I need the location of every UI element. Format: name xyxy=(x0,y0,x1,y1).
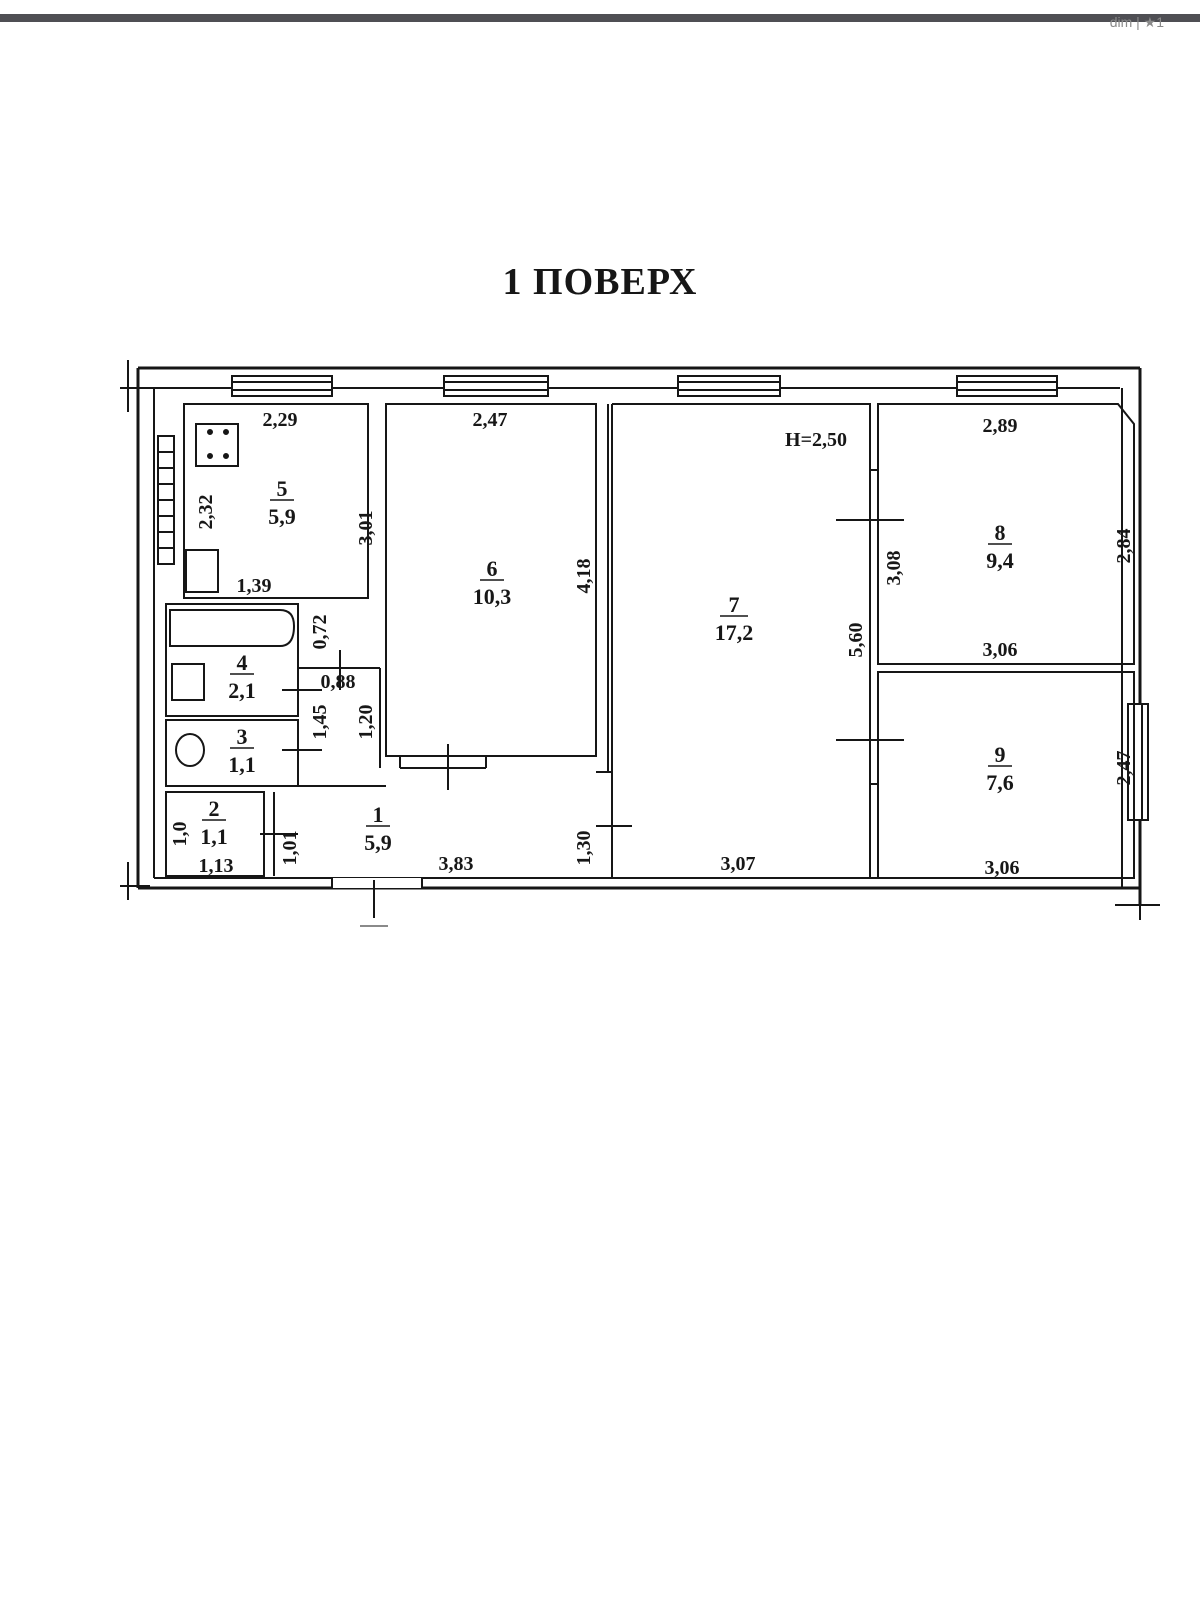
room-1-number: 1 xyxy=(373,802,384,827)
room-7-outline xyxy=(612,403,871,878)
ceiling-height: H=2,50 xyxy=(785,429,847,451)
dim-r4-height: 0,72 xyxy=(309,615,331,650)
room-4-number: 4 xyxy=(237,650,248,675)
room-3-area: 1,1 xyxy=(228,752,256,777)
dim-r3-height: 1,45 xyxy=(309,705,331,740)
dim-r6-width: 2,47 xyxy=(473,409,508,431)
dim-r5-inner: 2,32 xyxy=(195,495,217,530)
room-2-area: 1,1 xyxy=(200,824,228,849)
room-8-area: 9,4 xyxy=(986,548,1014,573)
dim-r7-height: 5,60 xyxy=(845,623,867,658)
washbasin-icon xyxy=(171,663,205,701)
top-rule xyxy=(0,14,1200,22)
room-8-label: 8 9,4 xyxy=(986,520,1014,573)
dim-r8-width: 2,89 xyxy=(983,415,1018,437)
room-8-number: 8 xyxy=(995,520,1006,545)
dim-r2-right: 1,01 xyxy=(279,831,301,866)
dimension-labels: 2,29 3,01 2,32 1,39 2,47 4,18 H=2,50 5,6… xyxy=(169,409,1135,879)
room-9-outline xyxy=(877,671,1135,879)
room-6-label: 6 10,3 xyxy=(473,556,512,609)
room-3-outline xyxy=(165,719,299,787)
bathtub-icon xyxy=(169,609,296,647)
dim-r7-passage: 1,30 xyxy=(573,831,595,866)
room-7-label: 7 17,2 xyxy=(715,592,754,645)
dim-r8-bottom: 3,06 xyxy=(983,639,1018,661)
room-7-number: 7 xyxy=(729,592,740,617)
dim-r1-height: 1,20 xyxy=(355,705,377,740)
dim-r5-bottom: 1,39 xyxy=(237,575,272,597)
dim-r8-right: 2,84 xyxy=(1113,529,1135,564)
room-3-label: 3 1,1 xyxy=(228,724,256,777)
room-9-number: 9 xyxy=(995,742,1006,767)
room-5-outline xyxy=(183,403,369,599)
room-5-area: 5,9 xyxy=(268,504,296,529)
dim-r1-width: 3,83 xyxy=(439,853,474,875)
dim-r9-right: 2,47 xyxy=(1113,751,1135,786)
floor-title: 1 ПОВЕРХ xyxy=(502,261,698,303)
room-4-area: 2,1 xyxy=(228,678,256,703)
dim-r2-height: 1,0 xyxy=(169,822,191,847)
windows xyxy=(231,375,1149,888)
room-8-outline xyxy=(877,403,1135,665)
room-2-label: 2 1,1 xyxy=(200,796,228,849)
room-3-number: 3 xyxy=(237,724,248,749)
dim-r4-width: 0,88 xyxy=(321,671,356,693)
watermark: dim | ★1 xyxy=(1109,14,1164,30)
room-5-number: 5 xyxy=(277,476,288,501)
sink-icon xyxy=(185,549,219,593)
room-5-label: 5 5,9 xyxy=(268,476,296,529)
room-2-number: 2 xyxy=(209,796,220,821)
room-1-area: 5,9 xyxy=(364,830,392,855)
dim-r5-height: 3,01 xyxy=(355,511,377,546)
room-6-number: 6 xyxy=(487,556,498,581)
dim-r6-height: 4,18 xyxy=(573,559,595,594)
room-6-outline xyxy=(385,403,597,757)
room-9-label: 9 7,6 xyxy=(986,742,1014,795)
room-4-outline xyxy=(165,603,299,717)
room-walls xyxy=(157,403,1135,927)
stove-icon xyxy=(195,423,239,467)
toilet-icon xyxy=(175,733,205,767)
dim-r8-left: 3,08 xyxy=(883,551,905,586)
dim-r7-width: 3,07 xyxy=(721,853,756,875)
room-1-label: 1 5,9 xyxy=(364,802,392,855)
room-6-area: 10,3 xyxy=(473,584,512,609)
dim-r9-bottom: 3,06 xyxy=(985,857,1020,879)
dim-r2-width: 1,13 xyxy=(199,855,234,877)
dim-r5-width: 2,29 xyxy=(263,409,298,431)
room-9-area: 7,6 xyxy=(986,770,1014,795)
room-labels: 5 5,9 6 10,3 7 17,2 8 9,4 9 7,6 4 2,1 xyxy=(200,476,1014,855)
room-4-label: 4 2,1 xyxy=(228,650,256,703)
room-7-area: 17,2 xyxy=(715,620,754,645)
